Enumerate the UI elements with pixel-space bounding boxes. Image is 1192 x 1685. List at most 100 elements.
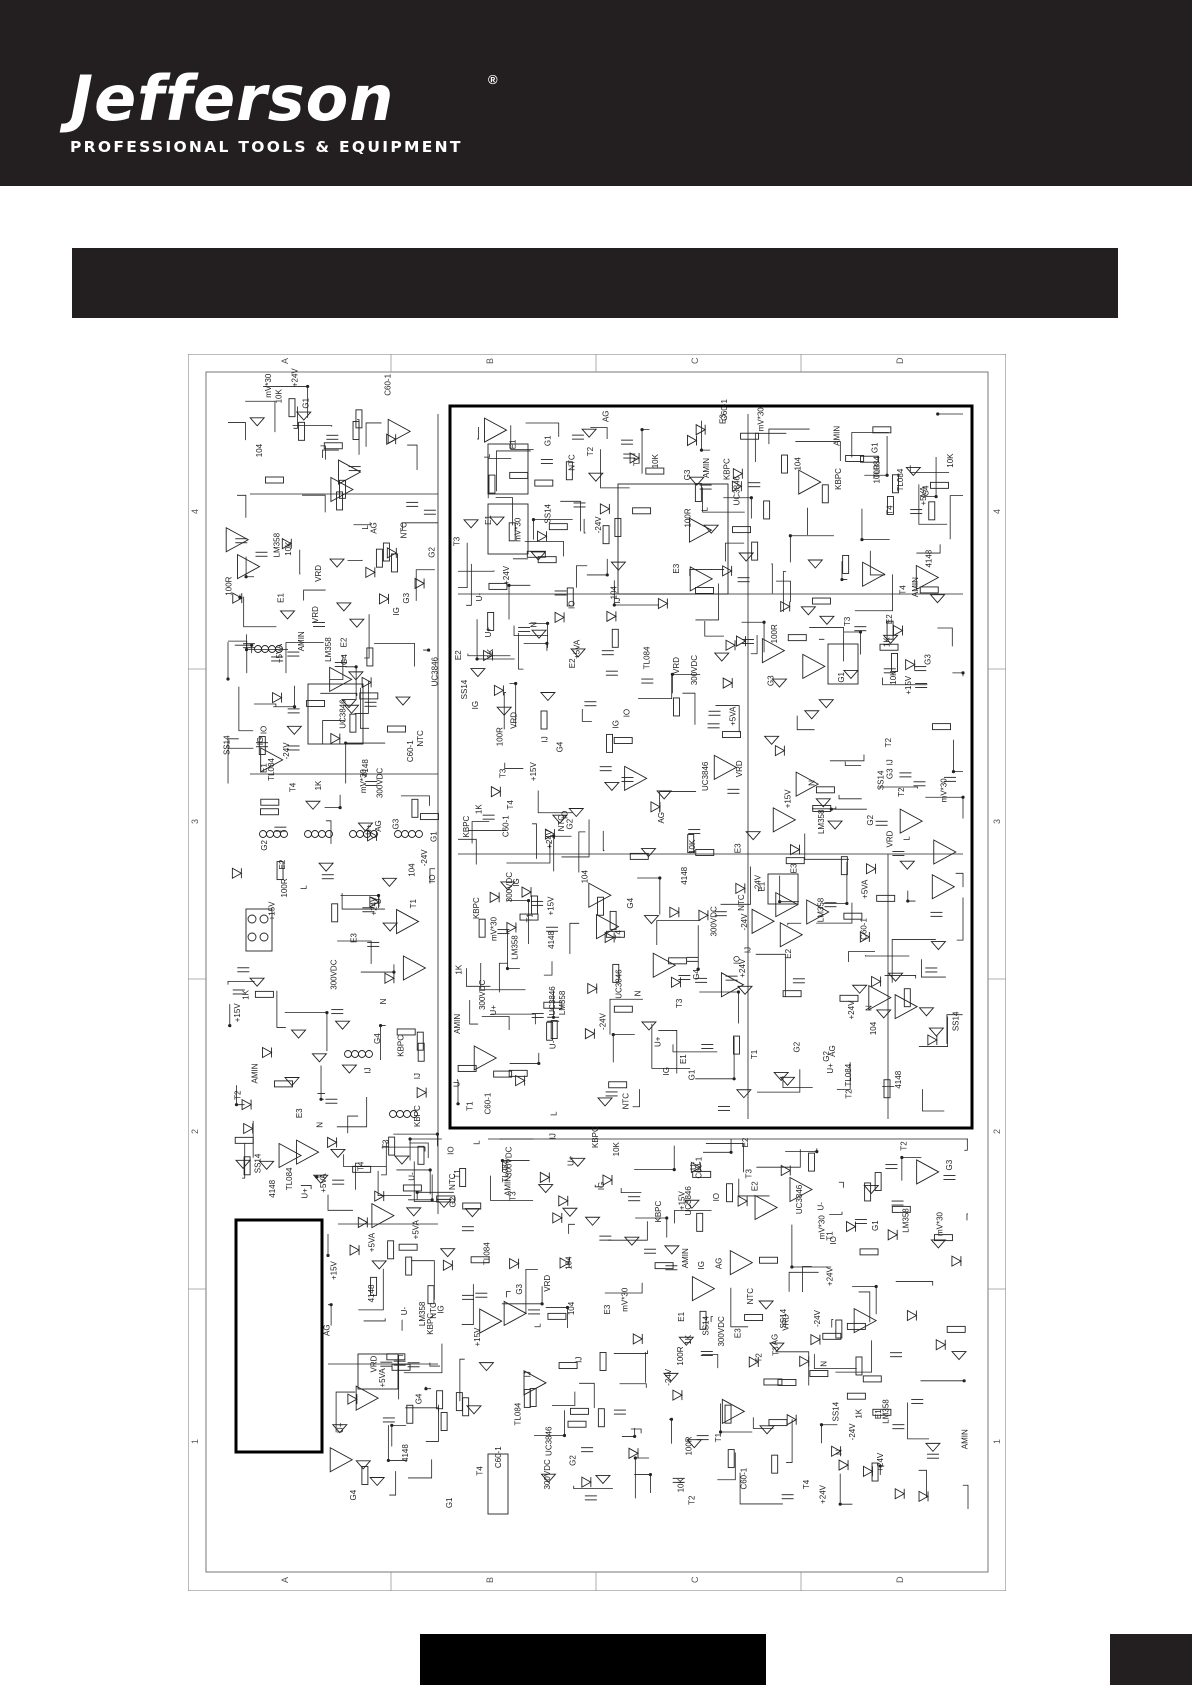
net-label: G3: [766, 675, 775, 686]
net-label: -24V: [848, 1423, 857, 1441]
net-label: 300VDC: [690, 655, 699, 685]
resistor: [722, 731, 741, 739]
opamp: [688, 517, 713, 543]
resistor: [508, 1069, 528, 1077]
net-label: G2: [569, 1455, 578, 1466]
resistor: [822, 1332, 842, 1340]
diode: [416, 1086, 428, 1099]
net-label: 104: [609, 586, 618, 600]
net-label: C60-1: [406, 740, 415, 762]
net-label: G4: [373, 1033, 382, 1044]
junction-dot: [878, 1464, 882, 1468]
opamp: [691, 1275, 716, 1302]
ground-symbol: [348, 618, 365, 628]
diode: [790, 843, 801, 856]
net-label: N: [819, 1361, 828, 1367]
components: [225, 398, 968, 1515]
net-label: 4148: [367, 1284, 376, 1302]
opamp: [503, 1300, 528, 1327]
ground-symbol: [594, 1474, 611, 1485]
net-label: T4: [886, 505, 895, 515]
transformer-coil: [358, 1050, 366, 1058]
wire: [377, 1170, 412, 1196]
ground-symbol: [882, 634, 899, 645]
wire: [300, 1185, 312, 1190]
net-label: L: [473, 1140, 482, 1145]
net-label: IG: [471, 701, 480, 709]
net-label: IJ: [540, 736, 549, 742]
net-label: T2: [233, 1090, 242, 1100]
ground-symbol: [918, 1007, 935, 1017]
net-label: SS14: [544, 503, 553, 523]
wire: [299, 549, 301, 575]
net-label: NTC: [746, 1288, 755, 1305]
wire: [775, 580, 791, 602]
diode: [657, 597, 669, 610]
ground-symbol: [284, 1077, 300, 1087]
net-label: -24V: [664, 1368, 673, 1386]
net-label: 1K: [455, 964, 464, 974]
net-label: -24V: [282, 742, 291, 760]
opamp: [296, 1139, 320, 1165]
net-label: E2: [340, 637, 349, 647]
ground-symbol: [290, 1029, 307, 1039]
opamp: [329, 1446, 354, 1473]
opamp: [402, 955, 427, 981]
wire: [328, 1304, 332, 1326]
resistor: [420, 813, 439, 821]
wire: [227, 980, 255, 985]
junction-dot: [565, 1305, 570, 1310]
net-label: U-: [689, 1161, 698, 1170]
net-label: C60-1: [483, 1092, 492, 1114]
resistor: [546, 1021, 554, 1041]
junction-dot: [426, 648, 431, 652]
net-label: LM358: [817, 809, 826, 834]
ground-symbol: [686, 1439, 703, 1449]
diode: [552, 1212, 563, 1224]
wire: [771, 563, 773, 594]
wire: [461, 1284, 474, 1325]
net-label: IG: [612, 720, 621, 728]
opamp: [931, 874, 956, 900]
wire: [602, 830, 605, 852]
net-label: -24V: [598, 1012, 607, 1030]
net-label: 1K: [474, 804, 483, 814]
wire: [458, 838, 477, 865]
resistor: [891, 653, 898, 672]
opamp: [779, 921, 804, 948]
wire: [525, 1268, 538, 1314]
diode: [905, 658, 916, 671]
transformer-coil: [344, 1050, 352, 1058]
net-label: 1K: [855, 1408, 864, 1418]
wire: [651, 1023, 691, 1069]
diode: [489, 891, 501, 904]
wire: [672, 1044, 718, 1053]
resistor: [886, 495, 894, 515]
ground-symbol: [464, 1208, 481, 1218]
net-label: NTC: [621, 1093, 630, 1110]
net-label: G1: [688, 1069, 697, 1080]
diode: [670, 976, 682, 989]
resistor: [744, 1314, 764, 1321]
wire: [495, 497, 513, 526]
resistor: [254, 990, 274, 998]
net-label: C60-1: [501, 815, 510, 837]
resistor: [815, 786, 835, 794]
net-label: C60-1: [494, 1446, 503, 1468]
resistor: [777, 1379, 797, 1386]
ground-symbol: [713, 652, 730, 662]
transformer-coil: [261, 645, 269, 653]
net-label: N: [379, 998, 388, 1004]
ground-symbol: [537, 1184, 554, 1194]
net-label: TL084: [896, 468, 905, 491]
resistor: [645, 467, 665, 475]
resistor: [391, 1363, 411, 1371]
junction-dot: [540, 1302, 544, 1306]
net-label: +24V: [502, 565, 511, 585]
resistor: [785, 857, 805, 865]
net-label: 4148: [680, 866, 689, 884]
net-label: KBPC: [413, 1105, 422, 1127]
net-label: +15V: [233, 1003, 242, 1023]
junction-dot: [640, 428, 644, 432]
junction-dot: [545, 641, 549, 645]
